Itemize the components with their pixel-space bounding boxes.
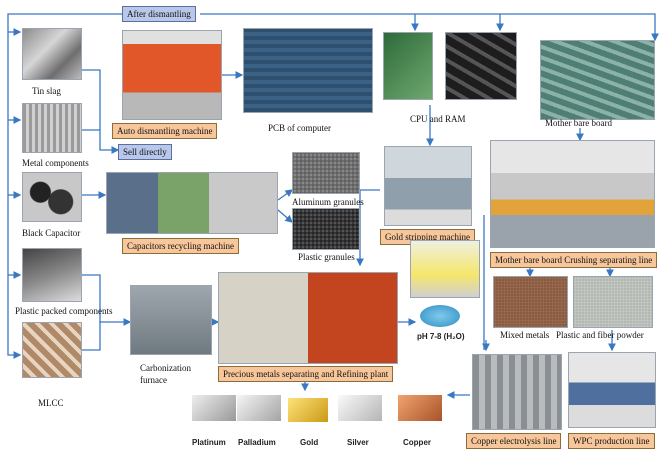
mother-bare-photo — [540, 40, 655, 120]
plastic-packed-photo — [22, 248, 82, 302]
tin-slag-photo — [22, 28, 82, 80]
metal-components-photo — [22, 103, 82, 153]
gold-label: Gold — [300, 438, 318, 447]
copper-line-label: Copper electrolysis line — [466, 433, 561, 449]
fiber-photo — [573, 276, 653, 328]
carbonization-photo — [130, 285, 212, 355]
palladium-ingot-icon — [237, 395, 281, 421]
precious-plant-label: Precious metals separating and Refining … — [218, 366, 393, 382]
gold-ingot-icon — [288, 398, 328, 422]
platinum-label: Platinum — [192, 438, 226, 447]
copper-line-photo — [472, 354, 562, 430]
copper-label: Copper — [403, 438, 431, 447]
platinum-ingot-icon — [192, 395, 236, 421]
auto-dismantling-photo — [122, 30, 222, 120]
wpc-photo — [568, 352, 656, 428]
plastic-packed-label: Plastic packed components — [15, 306, 112, 316]
fiber-label: Plastic and fiber powder — [556, 330, 644, 340]
ram-photo — [445, 32, 517, 100]
mixed-metals-label: Mixed metals — [500, 330, 549, 340]
gold-strip-photo — [384, 146, 472, 226]
mixed-metals-photo — [493, 276, 568, 328]
wpc-label: WPC production line — [568, 433, 655, 449]
precious-plant-photo — [218, 272, 398, 364]
crushing-label: Mother bare board Crushing separating li… — [490, 252, 657, 268]
sell-directly-label: Sell directly — [118, 144, 172, 160]
cap-machine-label: Capacitors recycling machine — [122, 238, 239, 254]
tanks-photo — [410, 240, 480, 298]
plastic-granules-label: Plastic granules — [298, 252, 355, 262]
water-splash-icon — [420, 305, 460, 327]
pcb-label: PCB of computer — [268, 123, 331, 133]
pcb-photo — [243, 28, 373, 113]
after-dismantling-label: After dismantling — [122, 6, 196, 22]
ph-label: pH 7-8 (H₂O) — [417, 332, 465, 341]
copper-ingot-icon — [398, 395, 442, 421]
aluminum-label: Aluminum granules — [292, 197, 364, 207]
cpu-photo — [383, 32, 433, 100]
metal-components-label: Metal components — [22, 158, 89, 168]
aluminum-photo — [292, 152, 360, 194]
palladium-label: Palladium — [238, 438, 276, 447]
silver-label: Silver — [347, 438, 369, 447]
cap-machine-photo — [106, 172, 278, 234]
crushing-photo — [490, 140, 655, 248]
tin-slag-label: Tin slag — [32, 86, 61, 96]
mother-bare-label: Mother bare board — [545, 118, 612, 128]
black-capacitor-label: Black Capacitor — [22, 228, 80, 238]
cpu-ram-label: CPU and RAM — [410, 114, 466, 124]
mlcc-label: MLCC — [38, 398, 64, 408]
mlcc-photo — [22, 322, 82, 378]
carbonization-label: Carbonization furnace — [140, 362, 205, 386]
auto-dismantling-label: Auto dismantling machine — [112, 123, 217, 139]
silver-ingot-icon — [338, 395, 382, 421]
plastic-granules-photo — [292, 208, 360, 250]
black-capacitor-photo — [22, 172, 82, 222]
